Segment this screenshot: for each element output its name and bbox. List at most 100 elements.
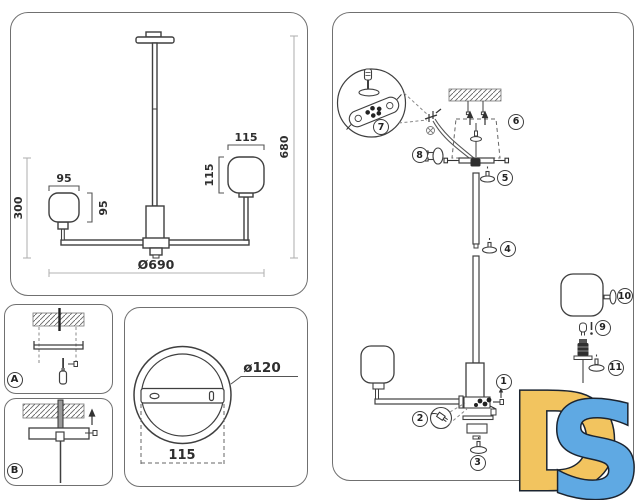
- shade-dimension-brackets: [48, 144, 265, 223]
- assembly-drawing: [336, 68, 620, 454]
- coupler-step5-icon: [479, 166, 496, 183]
- ds-logo-graphic: D S: [508, 386, 643, 500]
- rod-segment-upper: [472, 172, 480, 245]
- step-badge-3: 3: [469, 454, 486, 471]
- dim-right-shade-width: 115: [235, 131, 258, 144]
- step-badge-2: 2: [412, 410, 428, 427]
- rod-segment-lower: [472, 255, 480, 364]
- canopy-inner-coupler: [470, 130, 482, 142]
- dim-left-shade-width: 95: [56, 172, 71, 185]
- arm: [374, 398, 462, 405]
- slot-left: [149, 392, 160, 400]
- coupler-step11-icon: [588, 354, 605, 372]
- right-stem: [243, 196, 249, 241]
- junction-hardware: [463, 396, 497, 416]
- ceiling-hatch: [448, 88, 502, 102]
- assembly-panel: [332, 12, 634, 481]
- screwdriver-icon: [363, 68, 373, 89]
- dim-diameter: Ø690: [138, 257, 175, 272]
- strain-relief-disc: [424, 147, 444, 165]
- step-badge-6: 6: [508, 113, 524, 130]
- mount-step-b-panel: [4, 398, 113, 486]
- coupler-step3-icon: [469, 437, 488, 454]
- lamp-drawing: [48, 31, 265, 259]
- step-badge-5: 5: [497, 170, 513, 186]
- right-shade: [227, 156, 265, 194]
- coupler-step10-icon: [603, 289, 620, 305]
- central-body: [145, 205, 165, 241]
- dim-left-shade-height: 95: [97, 200, 110, 215]
- washer: [358, 88, 380, 97]
- central-box: [149, 247, 163, 256]
- left-stem: [60, 228, 65, 241]
- spare-shade: [560, 273, 604, 317]
- step-badge-11: 11: [607, 359, 624, 376]
- plug-leader-lines: [448, 402, 468, 425]
- bottom-plate: [462, 415, 494, 421]
- canopy-disc: [135, 36, 175, 44]
- logo-letter-d: D: [508, 386, 621, 500]
- step-badge-8: 8: [411, 147, 428, 163]
- canopy-nut: [470, 158, 481, 167]
- rod-through-ceiling: [57, 399, 64, 429]
- bottom-box: [466, 423, 488, 434]
- bottom-nub: [472, 435, 481, 440]
- dim-bracket-width: 115: [168, 448, 195, 463]
- dimension-lines: [23, 35, 298, 277]
- canopy-bottom-view-drawing: ø120 115: [133, 345, 298, 465]
- step-badge-10: 10: [616, 288, 633, 304]
- bulb-icon: [579, 322, 587, 336]
- slot-right: [208, 390, 215, 402]
- rod: [151, 42, 158, 207]
- shade: [360, 345, 395, 384]
- left-neck: [57, 221, 69, 230]
- quick-connector-icon: [424, 108, 442, 122]
- screw-head-icon: [426, 126, 435, 135]
- bolt-step1-icon: [493, 387, 504, 405]
- crossbar: [140, 387, 225, 404]
- screw-icon: [85, 430, 98, 436]
- central-flange: [142, 237, 170, 249]
- center-nipple: [55, 431, 65, 442]
- leader-line: [230, 376, 298, 385]
- dim-right-shade-height: 115: [203, 164, 216, 187]
- central-body: [465, 362, 485, 399]
- exclamation-icon: [590, 322, 593, 335]
- mount-step-a-drawing: [32, 308, 85, 385]
- lamp-socket: [573, 339, 593, 383]
- canopy-side-bolts: [443, 157, 510, 164]
- screw-icon: [68, 361, 78, 367]
- rod-collar: [473, 243, 479, 249]
- detail-circle-bracket: [336, 68, 407, 138]
- arm-end-plate: [458, 395, 464, 409]
- step-badge-9: 9: [594, 319, 611, 336]
- canopy-dashed: [451, 118, 501, 159]
- left-shade: [48, 192, 80, 223]
- shade-neck: [372, 382, 385, 390]
- detail-circle-plug: [429, 406, 453, 430]
- step-badge-4: 4: [499, 241, 516, 257]
- dimension-panel: 680 300 Ø690 95 95 115 115: [10, 12, 308, 296]
- dim-total-height: 680: [278, 135, 291, 158]
- step-badge-1: 1: [495, 373, 512, 390]
- canopy-view-panel: ø120 115: [124, 307, 308, 487]
- logo-letter-s: S: [548, 386, 643, 500]
- dashed-dimension: [140, 404, 225, 465]
- ceiling-hatch: [22, 403, 85, 419]
- ceiling-screws: [465, 101, 486, 116]
- dim-column-height: 300: [12, 196, 25, 219]
- step-badge-7: 7: [373, 119, 389, 135]
- arrow-up-icon: [466, 110, 489, 125]
- mount-badge-b: B: [6, 462, 23, 479]
- lamp-front-view-drawing: 680 300 Ø690 95 95 115 115: [12, 31, 298, 277]
- dim-canopy-diameter: ø120: [243, 360, 280, 376]
- shade-stem: [375, 388, 379, 400]
- detail-leader-lines: [398, 92, 429, 124]
- canopy-stem: [145, 31, 162, 38]
- mounting-bracket: [33, 341, 84, 350]
- mount-step-b-drawing: [22, 399, 98, 483]
- mount-badge-a: A: [6, 371, 23, 388]
- coupler-step4-icon: [481, 238, 498, 254]
- screwdriver-icon: [58, 358, 68, 385]
